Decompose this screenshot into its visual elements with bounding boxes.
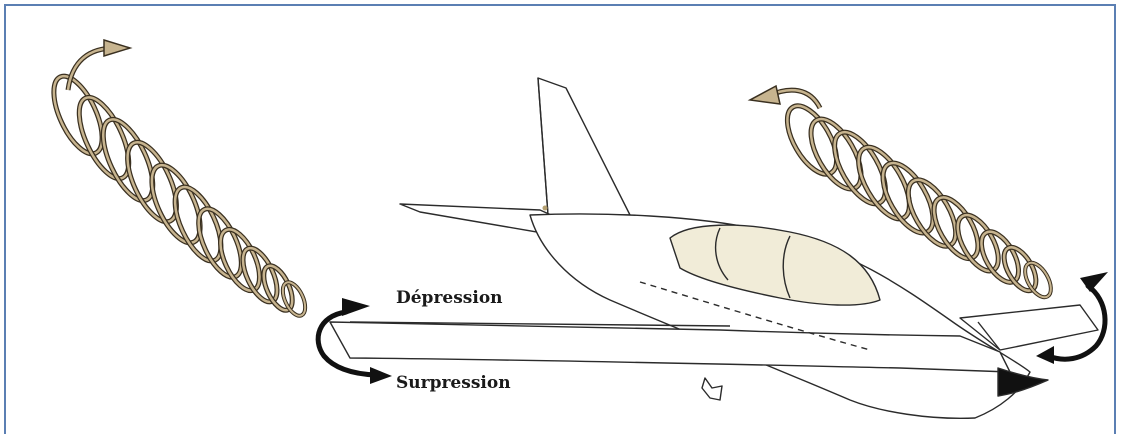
left-wingtip-vortex-icon — [44, 40, 370, 319]
surpression-label: Surpression — [396, 373, 511, 393]
depression-label: Dépression — [396, 288, 503, 308]
